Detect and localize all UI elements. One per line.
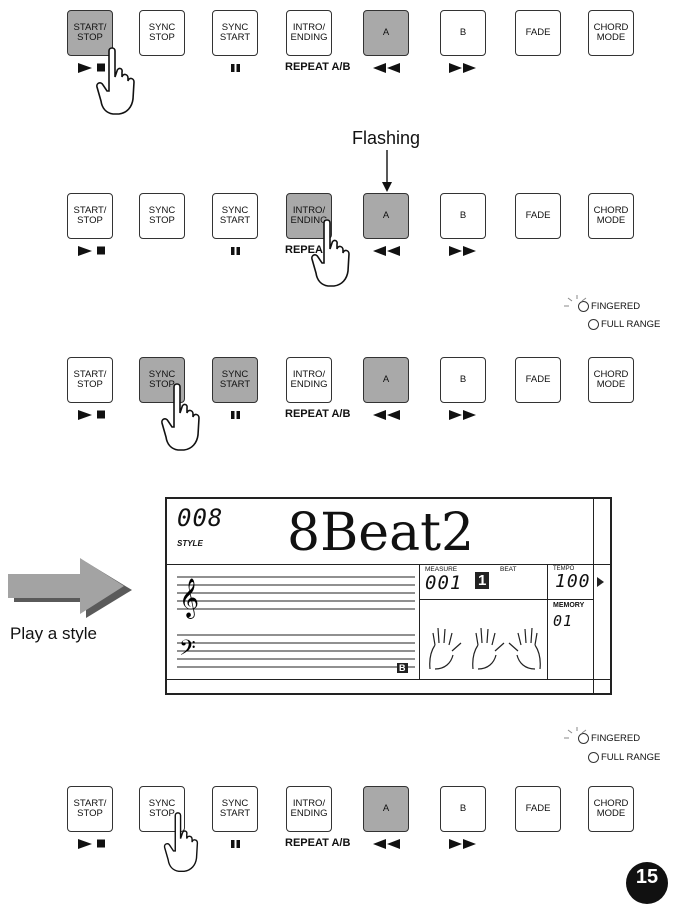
- button-row-1: START/ STOP SYNC STOP SYNC START INTRO/ …: [0, 10, 677, 90]
- b-button[interactable]: B: [440, 193, 486, 239]
- hands-icon: [425, 625, 545, 673]
- sync-start-button[interactable]: SYNC START: [212, 357, 258, 403]
- style-number: 008: [177, 504, 223, 532]
- page-number-badge: 15: [626, 862, 668, 904]
- lcd-display: 008 STYLE 8Beat2 𝄞 𝄢 B MEASURE 001 1 BEA…: [165, 497, 612, 695]
- style-name: 8Beat2: [287, 503, 474, 563]
- a-button[interactable]: A: [363, 10, 409, 56]
- sync-stop-button[interactable]: SYNC STOP: [139, 10, 185, 56]
- button-row-2: START/ STOP SYNC STOP SYNC START INTRO/ …: [0, 193, 677, 273]
- fingered-label: FINGERED: [591, 733, 640, 744]
- pointing-hand-icon: [95, 47, 145, 117]
- section-badge: B: [397, 663, 408, 673]
- a-button[interactable]: A: [363, 357, 409, 403]
- b-button[interactable]: B: [440, 786, 486, 832]
- treble-clef-icon: 𝄞: [179, 578, 199, 619]
- fade-button[interactable]: FADE: [515, 357, 561, 403]
- start-stop-button[interactable]: START/ STOP: [67, 786, 113, 832]
- pause-icon: [230, 409, 242, 421]
- fingered-led-icon: [564, 727, 592, 749]
- chord-mode-button[interactable]: CHORD MODE: [588, 193, 634, 239]
- chord-mode-button[interactable]: CHORD MODE: [588, 786, 634, 832]
- play-stop-icon: [74, 245, 114, 257]
- pause-icon: [230, 62, 242, 74]
- a-button[interactable]: A: [363, 193, 409, 239]
- rewind-icon: [372, 62, 402, 74]
- bass-clef-icon: 𝄢: [179, 636, 196, 666]
- repeat-ab-label: REPEAT A/B: [285, 837, 350, 849]
- tempo-value: 100: [555, 571, 591, 592]
- b-button[interactable]: B: [440, 357, 486, 403]
- start-stop-button[interactable]: START/ STOP: [67, 193, 113, 239]
- memory-label: MEMORY: [553, 602, 584, 609]
- intro-ending-button[interactable]: INTRO/ ENDING: [286, 786, 332, 832]
- fingered-label: FINGERED: [591, 301, 640, 312]
- pause-icon: [230, 245, 242, 257]
- fade-button[interactable]: FADE: [515, 193, 561, 239]
- repeat-ab-label: REPEAT A/B: [285, 61, 350, 73]
- button-row-3: START/ STOP SYNC STOP SYNC START INTRO/ …: [0, 357, 677, 437]
- sync-stop-button[interactable]: SYNC STOP: [139, 193, 185, 239]
- play-stop-icon: [74, 838, 114, 850]
- b-button[interactable]: B: [440, 10, 486, 56]
- play-style-label: Play a style: [10, 624, 97, 644]
- lcd-right-marker-icon: [597, 577, 605, 587]
- full-range-label: FULL RANGE: [601, 752, 660, 763]
- fast-forward-icon: [448, 409, 478, 421]
- led-icon: [588, 752, 599, 763]
- chord-mode-button[interactable]: CHORD MODE: [588, 10, 634, 56]
- led-icon: [588, 319, 599, 330]
- full-range-indicator: FULL RANGE: [588, 319, 660, 330]
- flashing-arrow: [380, 150, 394, 195]
- pointing-hand-icon: [160, 812, 210, 874]
- sync-start-button[interactable]: SYNC START: [212, 10, 258, 56]
- rewind-icon: [372, 409, 402, 421]
- fade-button[interactable]: FADE: [515, 786, 561, 832]
- music-staff: 𝄞 𝄢: [177, 565, 415, 683]
- beat-value: 1: [475, 572, 489, 589]
- fast-forward-icon: [448, 838, 478, 850]
- chord-mode-button[interactable]: CHORD MODE: [588, 357, 634, 403]
- style-label: STYLE: [177, 539, 203, 548]
- page-number: 15: [636, 866, 658, 888]
- fingered-led-icon: [564, 295, 592, 317]
- big-right-arrow: [8, 556, 133, 620]
- play-stop-icon: [74, 409, 114, 421]
- button-row-4: START/ STOP SYNC STOP SYNC START INTRO/ …: [0, 786, 677, 866]
- a-button[interactable]: A: [363, 786, 409, 832]
- memory-value: 01: [553, 612, 573, 630]
- sync-start-button[interactable]: SYNC START: [212, 786, 258, 832]
- beat-label: BEAT: [500, 566, 517, 573]
- rewind-icon: [372, 838, 402, 850]
- pointing-hand-icon: [160, 383, 210, 453]
- full-range-indicator: FULL RANGE: [588, 752, 660, 763]
- fast-forward-icon: [448, 62, 478, 74]
- fingered-indicator: FINGERED: [578, 733, 640, 744]
- sync-start-button[interactable]: SYNC START: [212, 193, 258, 239]
- fade-button[interactable]: FADE: [515, 10, 561, 56]
- full-range-label: FULL RANGE: [601, 319, 660, 330]
- start-stop-button[interactable]: START/ STOP: [67, 357, 113, 403]
- intro-ending-button[interactable]: INTRO/ ENDING: [286, 10, 332, 56]
- intro-ending-button[interactable]: INTRO/ ENDING: [286, 357, 332, 403]
- flashing-label: Flashing: [352, 128, 420, 149]
- fast-forward-icon: [448, 245, 478, 257]
- measure-value: 001: [425, 572, 462, 594]
- pointing-hand-icon: [310, 219, 360, 289]
- rewind-icon: [372, 245, 402, 257]
- fingered-indicator: FINGERED: [578, 301, 640, 312]
- pause-icon: [230, 838, 242, 850]
- repeat-ab-label: REPEAT A/B: [285, 408, 350, 420]
